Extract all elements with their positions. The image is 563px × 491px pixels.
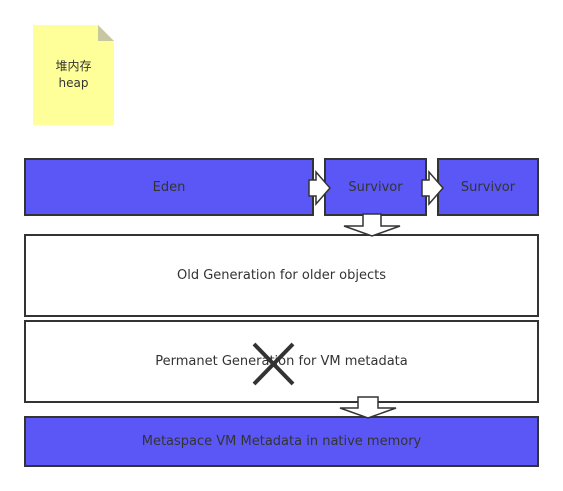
note-line-chinese: 堆内存 [55,59,92,73]
survivor-label-1: Survivor [348,179,403,195]
note-line-english: heap [58,76,89,90]
permanent-generation-label: Permanet Generation for VM metadata [155,354,408,369]
survivor-box-1: Survivor [324,158,427,216]
survivor-box-2: Survivor [437,158,539,216]
old-generation-label: Old Generation for older objects [176,268,386,283]
note-shape [33,25,114,125]
metaspace-box: Metaspace VM Metadata in native memory [24,416,539,467]
eden-box: Eden [24,158,314,216]
permanent-generation-box: Permanet Generation for VM metadata [24,320,539,403]
old-generation-box: Old Generation for older objects [24,234,539,317]
heap-note: 堆内存 heap [33,25,114,125]
arrow-survivor-to-old-icon [343,213,401,237]
survivor-label-2: Survivor [460,179,516,195]
note-text: 堆内存 heap [33,25,114,125]
eden-label: Eden [152,179,186,195]
metaspace-label: Metaspace VM Metadata in native memory [141,434,422,449]
